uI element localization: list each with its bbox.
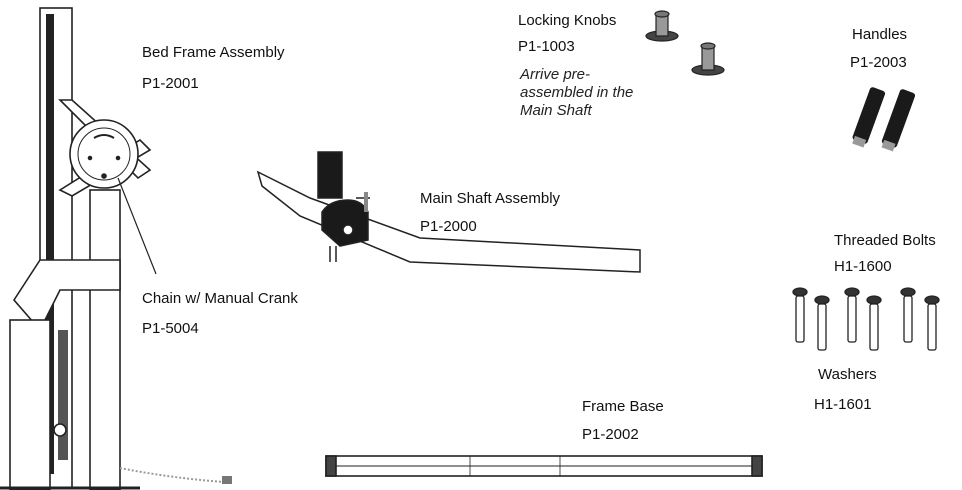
locking-knobs-code: P1-1003: [518, 38, 575, 55]
bed-frame-code: P1-2001: [142, 75, 199, 92]
threaded-bolts-code: H1-1600: [834, 258, 892, 275]
chain-crank-code: P1-5004: [142, 320, 199, 337]
threaded-bolts-name: Threaded Bolts: [834, 232, 936, 249]
bed-frame-assembly-drawing: [0, 7, 232, 490]
handles-name: Handles: [852, 26, 908, 43]
locking-knobs-drawing: [645, 10, 725, 76]
handles-code: P1-2003: [850, 54, 907, 71]
frame-base-drawing: [325, 455, 763, 477]
locking-knobs-note: Arrive pre-assembled in the Main Shaft: [520, 66, 634, 119]
chain-crank-name: Chain w/ Manual Crank: [142, 290, 298, 307]
handles-drawing: [852, 87, 916, 152]
locking-knobs-name: Locking Knobs: [518, 12, 617, 29]
frame-base-name: Frame Base: [582, 398, 664, 415]
threaded-bolts-drawing: [792, 287, 940, 351]
washers-name: Washers: [818, 366, 877, 383]
washers-code: H1-1601: [814, 396, 872, 413]
crank-leader-line: [117, 177, 157, 275]
frame-base-code: P1-2002: [582, 426, 639, 443]
bed-frame-name: Bed Frame Assembly: [142, 44, 285, 61]
main-shaft-name: Main Shaft Assembly: [420, 190, 561, 207]
main-shaft-code: P1-2000: [420, 218, 477, 235]
main-shaft-assembly-drawing: [256, 151, 641, 273]
